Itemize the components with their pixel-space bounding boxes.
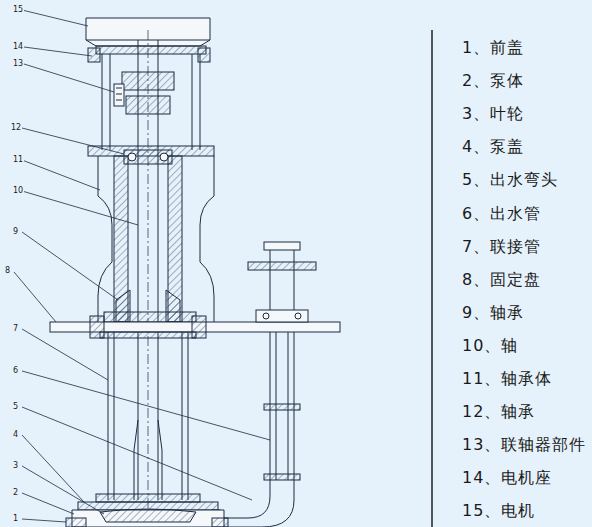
callout-number: 5 [12, 402, 19, 411]
callout-number: 8 [4, 266, 11, 275]
callout-number: 10 [12, 186, 24, 195]
callout-number: 3 [12, 461, 19, 470]
part-list-item: 2、泵体 [462, 71, 524, 91]
callout-number: 12 [10, 123, 22, 132]
part-list-item: 7、联接管 [462, 237, 541, 257]
part-list-item: 15、电机 [462, 501, 535, 521]
part-list-item: 3、叶轮 [462, 104, 524, 124]
callout-number: 9 [12, 227, 19, 236]
part-list-item: 9、轴承 [462, 303, 524, 323]
callout-number: 4 [12, 430, 19, 439]
part-list-item: 14、电机座 [462, 468, 552, 488]
part-list-item: 10、轴 [462, 336, 518, 356]
part-list-item: 1、前盖 [462, 38, 524, 58]
callout-number: 2 [12, 488, 19, 497]
part-list-item: 5、出水弯头 [462, 170, 558, 190]
callout-number: 14 [12, 42, 24, 51]
callout-number: 7 [12, 324, 19, 333]
part-list-item: 12、轴承 [462, 402, 535, 422]
part-list-item: 6、出水管 [462, 204, 541, 224]
callout-number: 11 [12, 155, 24, 164]
callout-number: 1 [12, 514, 19, 523]
part-list-item: 4、泵盖 [462, 137, 524, 157]
callout-number: 13 [12, 59, 24, 68]
part-list-item: 8、固定盘 [462, 270, 541, 290]
part-list-item: 11、轴承体 [462, 369, 552, 389]
part-list-item: 13、联轴器部件 [462, 435, 586, 455]
callout-number: 6 [12, 366, 19, 375]
callout-number: 15 [12, 5, 24, 14]
